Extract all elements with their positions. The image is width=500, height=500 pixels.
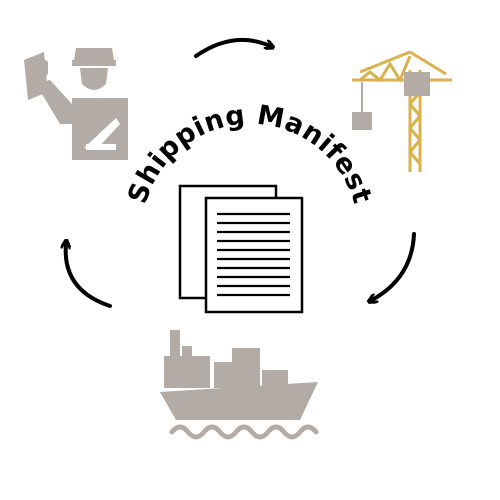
arrow-top-icon — [194, 37, 270, 58]
arrow-right-icon — [372, 232, 416, 300]
arrow-left-icon — [66, 244, 112, 308]
cargo-ship-icon — [160, 330, 318, 420]
customs-officer-icon — [24, 48, 128, 160]
document-stack-icon — [178, 184, 304, 314]
sea-waves-icon — [169, 424, 319, 440]
crane-icon — [352, 50, 452, 172]
